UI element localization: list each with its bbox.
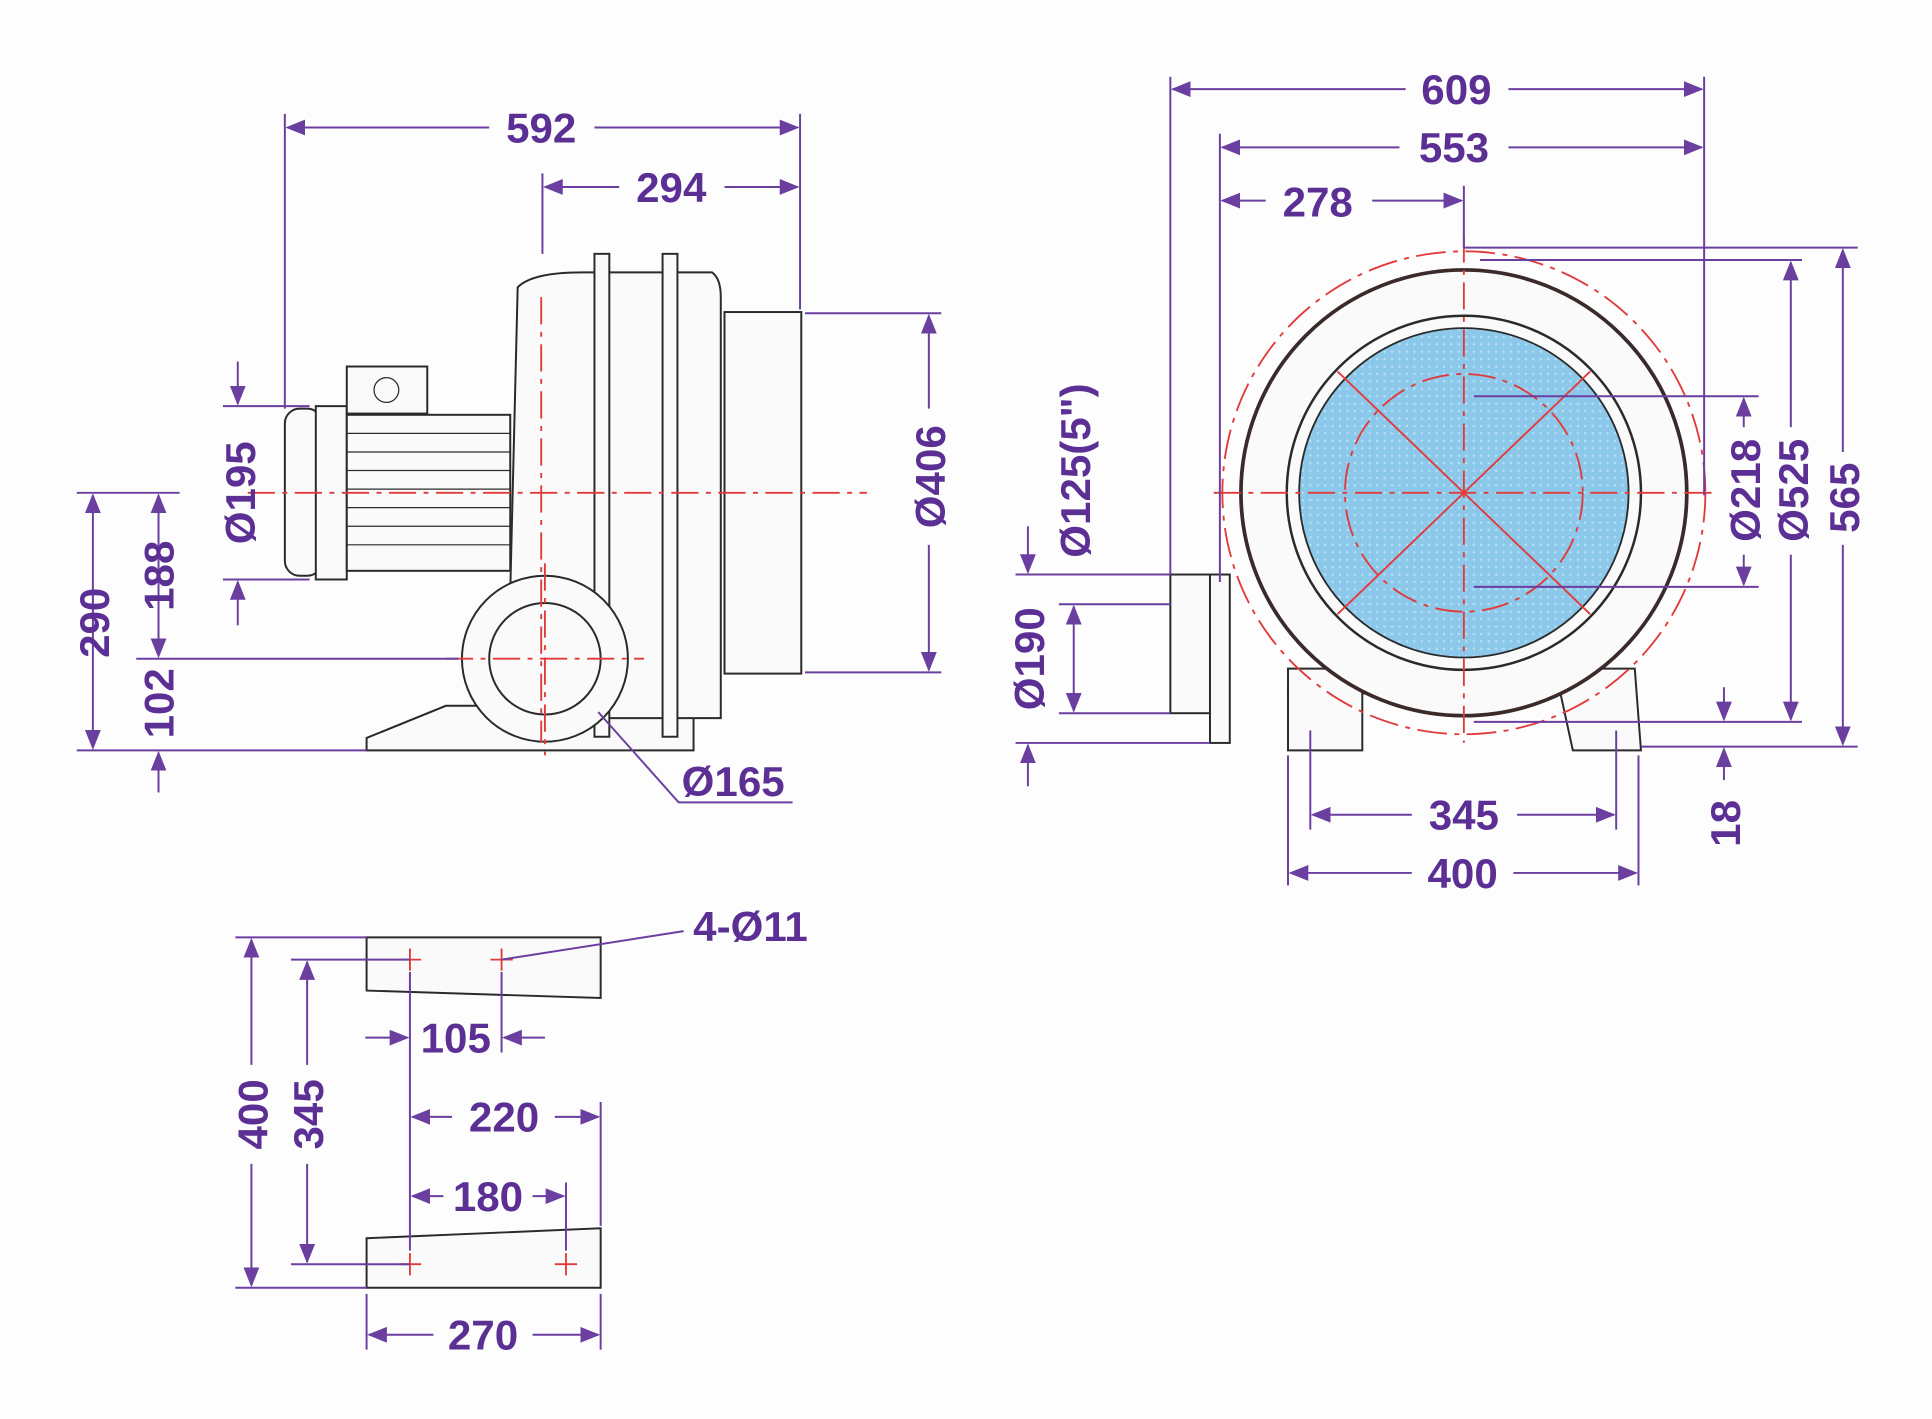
dim-overall-height: 565 bbox=[1821, 463, 1868, 533]
dim-axis-to-outlet: 188 bbox=[135, 541, 182, 611]
dim-inner-circle: Ø218 bbox=[1722, 439, 1769, 542]
base-foot-bottom bbox=[365, 1227, 602, 1289]
side-view: 592 294 Ø195 290 188 102 Ø406 Ø165 bbox=[71, 104, 954, 805]
dim-outlet-axis-height: 102 bbox=[135, 668, 182, 738]
dim-motor-diameter: Ø195 bbox=[217, 441, 264, 544]
terminal-box bbox=[345, 365, 429, 415]
dim-hole-depth: 345 bbox=[285, 1079, 332, 1149]
front-view: 609 553 278 Ø125(5") Ø190 Ø218 Ø525 565 … bbox=[1006, 66, 1868, 897]
outlet-flange-front bbox=[1208, 573, 1231, 744]
dim-total-height-axis: 290 bbox=[71, 588, 118, 658]
dim-overall-depth: 400 bbox=[230, 1079, 277, 1149]
dim-inlet-diameter: Ø406 bbox=[907, 425, 954, 528]
dim-flange-diameter: Ø190 bbox=[1006, 607, 1053, 710]
dim-base-hole-spacing: 345 bbox=[1429, 792, 1499, 839]
dim-base-thickness: 18 bbox=[1702, 800, 1749, 847]
dim-pipe-size: Ø125(5") bbox=[1052, 383, 1099, 557]
dim-housing-diameter: Ø525 bbox=[1770, 439, 1817, 542]
dim-mounting-holes: 4-Ø11 bbox=[693, 903, 808, 950]
dim-housing-length: 294 bbox=[636, 164, 707, 211]
base-foot-top bbox=[365, 936, 602, 1000]
dim-overall-length: 592 bbox=[506, 104, 576, 151]
dim-housing-width: 553 bbox=[1419, 124, 1489, 171]
dim-outlet-diameter: Ø165 bbox=[682, 758, 785, 805]
dim-hole-span-top: 220 bbox=[469, 1094, 539, 1141]
outlet-pipe bbox=[1169, 573, 1211, 715]
housing-rib bbox=[661, 252, 679, 738]
dim-center-offset: 278 bbox=[1283, 179, 1353, 226]
dim-hole-offset: 105 bbox=[421, 1014, 491, 1061]
dim-hole-span-bottom: 180 bbox=[453, 1173, 523, 1220]
dim-base-width: 400 bbox=[1428, 850, 1498, 897]
dim-overall-width: 609 bbox=[1421, 66, 1491, 113]
dim-base-length: 270 bbox=[448, 1312, 518, 1359]
base-plan-view: 4-Ø11 105 220 180 270 400 345 bbox=[230, 903, 808, 1359]
